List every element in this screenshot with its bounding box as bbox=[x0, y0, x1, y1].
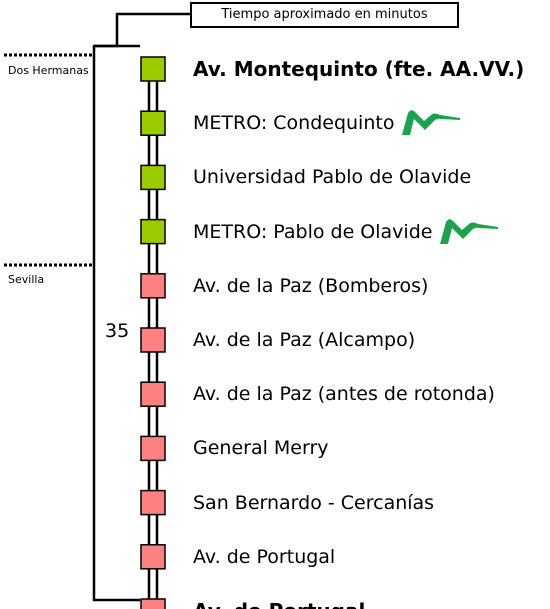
stop-connector bbox=[147, 352, 159, 383]
stop-label: Av. de la Paz (antes de rotonda) bbox=[193, 383, 495, 406]
stop-marker bbox=[140, 273, 166, 299]
zone-label-dos-hermanas: Dos Hermanas bbox=[8, 64, 89, 77]
stop-connector bbox=[147, 460, 159, 491]
stop-label: Universidad Pablo de Olavide bbox=[193, 166, 472, 189]
stop-label: Av. de la Paz (Bomberos) bbox=[193, 274, 429, 297]
stop-connector bbox=[147, 406, 159, 437]
stop-connector bbox=[147, 514, 159, 545]
stop-label: Av. de la Paz (Alcampo) bbox=[193, 329, 416, 351]
metro-logo-icon bbox=[440, 218, 499, 244]
stop-marker bbox=[140, 435, 166, 462]
stop-label: METRO: Pablo de Olavide bbox=[193, 220, 433, 243]
stop-marker bbox=[140, 327, 166, 353]
stop-marker bbox=[140, 544, 166, 570]
stop-label: General Merry bbox=[193, 437, 329, 460]
stop-connector bbox=[147, 568, 159, 599]
zone-label-sevilla: Sevilla bbox=[8, 273, 45, 286]
stop-label: METRO: Condequinto bbox=[193, 112, 395, 135]
stop-marker bbox=[140, 489, 166, 516]
stop-marker bbox=[140, 598, 166, 609]
terminal-stop-label: Av. de Portugal bbox=[193, 598, 365, 609]
stop-marker bbox=[140, 56, 166, 82]
stop-connector bbox=[147, 189, 159, 220]
stop-connector bbox=[147, 243, 159, 274]
stop-connector bbox=[147, 297, 159, 328]
terminal-stop-label: Av. Montequinto (fte. AA.VV.) bbox=[193, 57, 525, 81]
stop-marker bbox=[140, 110, 166, 136]
stop-marker bbox=[140, 164, 166, 191]
stop-marker bbox=[140, 218, 166, 245]
stop-marker bbox=[140, 381, 166, 407]
stop-label: Av. de Portugal bbox=[193, 545, 336, 568]
stop-connector bbox=[147, 81, 159, 112]
time-caption: Tiempo aproximado en minutos bbox=[190, 2, 459, 28]
stop-connector bbox=[147, 135, 159, 166]
time-marker: 35 bbox=[105, 320, 130, 342]
stop-label: San Bernardo - Cercanías bbox=[193, 491, 435, 514]
metro-logo-icon bbox=[402, 110, 461, 136]
